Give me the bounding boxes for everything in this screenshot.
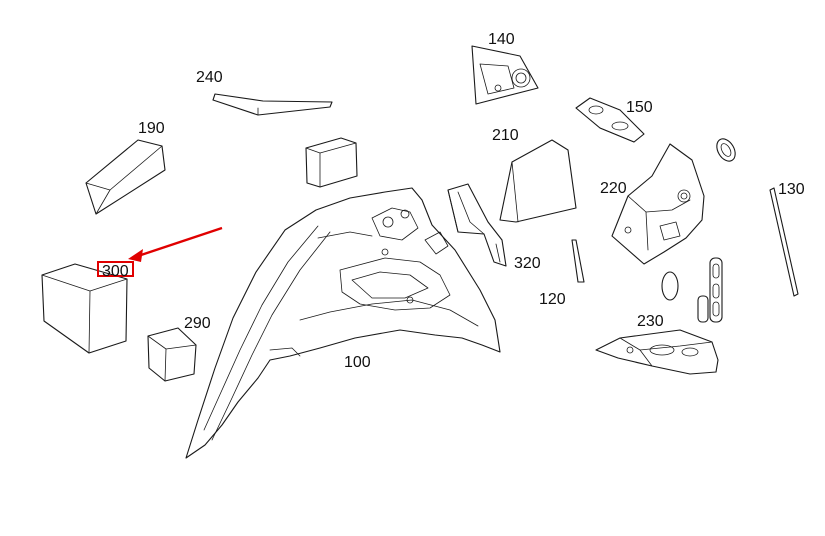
part-300[interactable] <box>41 263 128 354</box>
part-210[interactable] <box>499 139 577 223</box>
part-290[interactable] <box>147 327 197 382</box>
part-grommet[interactable] <box>713 136 739 165</box>
part-foam-block[interactable] <box>305 137 358 188</box>
part-140[interactable] <box>471 45 539 105</box>
label-320: 320 <box>514 255 541 272</box>
highlight-arrow <box>137 226 223 258</box>
arrowhead-icon <box>128 249 143 262</box>
label-130: 130 <box>778 181 805 198</box>
highlight-box <box>97 261 134 277</box>
label-100: 100 <box>344 354 371 371</box>
part-120[interactable] <box>571 239 585 283</box>
label-120: 120 <box>539 291 566 308</box>
label-210: 210 <box>492 127 519 144</box>
label-240: 240 <box>196 69 223 86</box>
highlight-callout: 300 <box>97 226 223 280</box>
part-150[interactable] <box>575 97 645 143</box>
label-290: 290 <box>184 315 211 332</box>
label-140: 140 <box>488 31 515 48</box>
part-oval-pad[interactable] <box>661 271 679 301</box>
part-seal-strips[interactable] <box>697 257 723 323</box>
label-230: 230 <box>637 313 664 330</box>
part-320[interactable] <box>447 183 507 267</box>
label-190: 190 <box>138 120 165 137</box>
label-300[interactable]: 300 <box>102 263 129 280</box>
part-190[interactable] <box>85 139 166 215</box>
part-240[interactable] <box>212 93 333 116</box>
part-230[interactable] <box>595 329 719 375</box>
part-130[interactable] <box>769 187 799 297</box>
part-220[interactable] <box>611 143 705 265</box>
part-100[interactable] <box>185 187 501 459</box>
label-150: 150 <box>626 99 653 116</box>
label-220: 220 <box>600 180 627 197</box>
